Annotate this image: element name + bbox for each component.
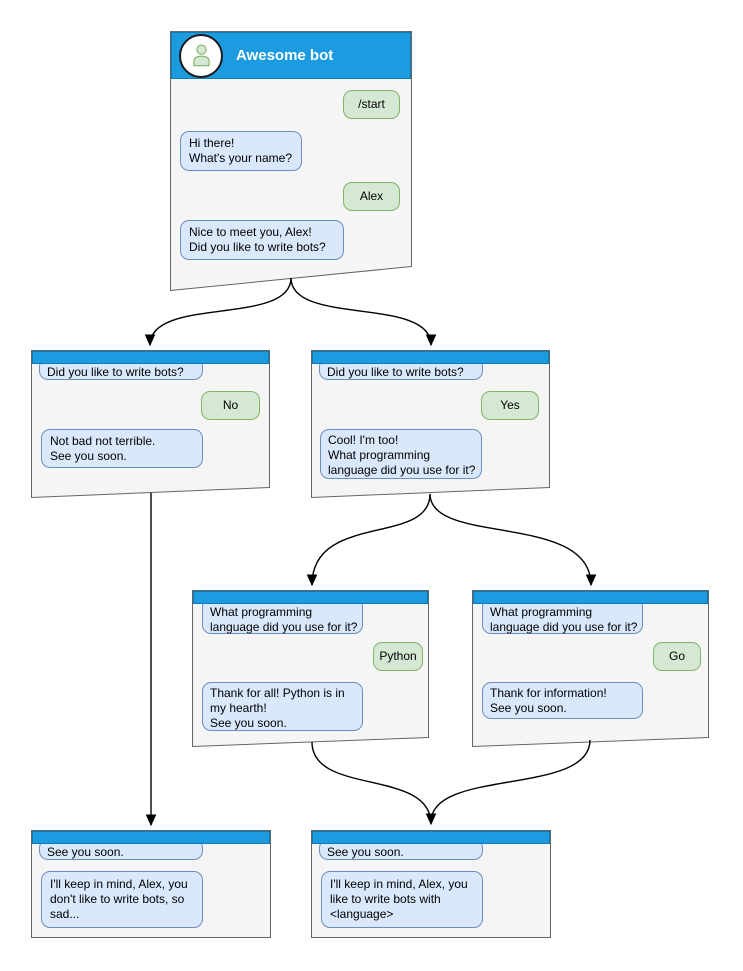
window-titlebar — [312, 831, 550, 844]
window-titlebar — [193, 591, 428, 604]
bot-message: Hi there! What's your name? — [180, 131, 302, 171]
bot-message-question: What programming language did you use fo… — [482, 598, 643, 634]
user-message: Go — [653, 642, 701, 671]
chat-window-branch-go: What programming language did you use fo… — [472, 590, 709, 747]
chat-window-branch-python: What programming language did you use fo… — [192, 590, 429, 747]
bot-message: Cool! I'm too! What programming language… — [320, 429, 482, 479]
chat-window-branch-yes: Did you like to write bots? Yes Cool! I'… — [311, 350, 550, 498]
user-message: Yes — [481, 391, 539, 420]
window-titlebar: Awesome bot — [171, 32, 411, 79]
chat-window-end-no: See you soon. I'll keep in mind, Alex, y… — [31, 830, 271, 938]
chat-window-branch-no: Did you like to write bots? No Not bad n… — [31, 350, 270, 498]
bot-message: Not bad not terrible. See you soon. — [41, 429, 203, 468]
arrow-yes-to-python — [306, 493, 431, 587]
user-message: /start — [343, 90, 400, 119]
chat-window-main: Awesome bot /start Hi there! What's your… — [170, 31, 412, 291]
bot-message: I'll keep in mind, Alex, you like to wri… — [321, 871, 483, 928]
bot-message: Thank for all! Python is in my hearth! S… — [202, 682, 363, 731]
window-titlebar — [473, 591, 708, 604]
bot-message: Thank for information! See you soon. — [482, 682, 643, 719]
bot-message-question: See you soon. — [319, 839, 483, 860]
arrow-yes-to-go — [429, 493, 597, 587]
window-titlebar — [32, 351, 269, 364]
window-titlebar — [312, 351, 549, 364]
arrow-python-to-end — [311, 741, 437, 826]
person-icon — [192, 44, 210, 67]
bot-message-question: What programming language did you use fo… — [202, 598, 363, 634]
window-titlebar — [32, 831, 270, 844]
bot-avatar-icon — [179, 33, 223, 78]
chat-window-end-yes: See you soon. I'll keep in mind, Alex, y… — [311, 830, 551, 938]
bot-message: Nice to meet you, Alex! Did you like to … — [180, 220, 344, 260]
bot-message-question: See you soon. — [39, 839, 203, 860]
user-message: No — [201, 391, 260, 420]
window-title: Awesome bot — [236, 47, 334, 64]
user-message: Alex — [343, 182, 400, 211]
user-message: Python — [373, 642, 423, 671]
arrow-go-to-end — [430, 739, 591, 823]
bot-message: I'll keep in mind, Alex, you don't like … — [41, 871, 203, 928]
